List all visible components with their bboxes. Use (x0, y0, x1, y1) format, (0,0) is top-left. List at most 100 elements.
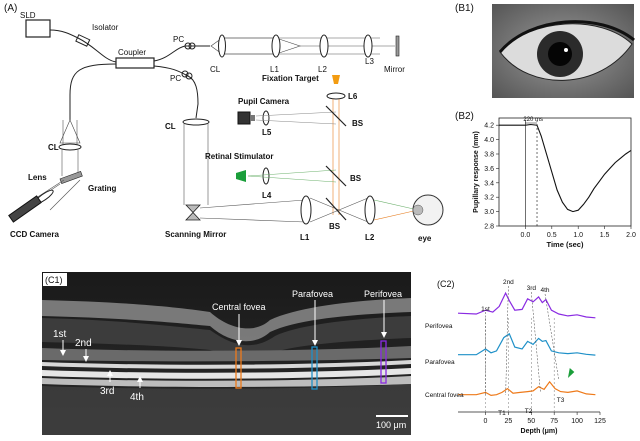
bs-mid-label: BS (350, 174, 362, 183)
panel-c1-tag: (C1) (45, 275, 63, 285)
coupler (115, 57, 155, 69)
sample-l2-lens (364, 195, 376, 225)
c2-peak-label: 2nd (503, 279, 514, 286)
b2-plot-frame (498, 117, 632, 227)
panel-c1: (C1) Central fovea Parafovea Perifovea 1… (42, 272, 411, 435)
c2-series-label: Perifovea (425, 323, 453, 330)
stimulator-l4-label: L4 (262, 191, 272, 200)
sample-cl-label: CL (165, 122, 176, 131)
c2-series-label: Parafovea (425, 359, 455, 366)
reference-l2-lens (319, 34, 329, 58)
reference-mirror (395, 35, 400, 57)
panel-b2-tag: (B2) (455, 111, 474, 122)
reference-l1-label: L1 (270, 65, 279, 74)
panel-b1: (B1) (455, 3, 635, 98)
layer-2nd-label: 2nd (75, 338, 92, 349)
c2-profile-line (458, 380, 596, 397)
spectrometer-lens-label: Lens (28, 173, 47, 182)
fiber-reference (153, 45, 210, 62)
oct-isos-band (42, 360, 411, 369)
ccd-camera (8, 195, 42, 223)
pupil-l5-lens (262, 110, 270, 126)
c2-peak-track (544, 293, 560, 381)
isolator-label: Isolator (92, 23, 119, 32)
sample-l2-label: L2 (365, 233, 375, 242)
central-fovea-marker (235, 347, 242, 389)
parafovea-label: Parafovea (292, 289, 333, 299)
oct-rpe-band (42, 368, 411, 379)
fixation-target-label: Fixation Target (262, 74, 319, 83)
c2-peak-track (505, 285, 509, 396)
pupil-camera-label: Pupil Camera (238, 97, 290, 106)
oct-nfl-layer (42, 298, 411, 342)
fixation-l6-label: L6 (348, 92, 358, 101)
oct-choroid-band (42, 376, 411, 387)
sample-cl-lens (182, 118, 210, 126)
fixation-l6-lens (326, 92, 346, 100)
fixation-target (332, 75, 340, 84)
parafovea-marker (311, 346, 318, 390)
grating (59, 170, 83, 184)
beam-splitter-mid (325, 165, 347, 187)
panel-a-tag: (A) (4, 3, 17, 14)
c2-x-tick-label: 75 (550, 418, 558, 425)
layer-3rd-label: 3rd (100, 386, 114, 397)
c2-peak-label: 1st (481, 306, 490, 313)
pc-bottom-label: PC (170, 74, 181, 83)
c2-x-tick-label: 50 (527, 418, 535, 425)
retinal-stimulator-label: Retinal Stimulator (205, 152, 273, 161)
pupil-camera (237, 111, 251, 125)
b2-x-tick-label: 1.0 (573, 232, 583, 239)
scale-bar-label: 100 μm (376, 420, 406, 430)
c2-thickness-label: T3 (557, 397, 565, 404)
b2-x-tick-label: 0.0 (521, 232, 531, 239)
eye-label: eye (418, 234, 432, 243)
reference-cl-label: CL (210, 65, 221, 74)
reference-mirror-label: Mirror (384, 65, 405, 74)
layer-1st-label: 1st (53, 329, 67, 340)
pc-top-label: PC (173, 35, 184, 44)
b2-x-axis-label: Time (sec) (547, 240, 584, 249)
c2-peak-label: 3rd (527, 285, 537, 292)
reference-l2-label: L2 (318, 65, 327, 74)
central-fovea-label: Central fovea (212, 302, 266, 312)
c2-x-tick-label: 0 (484, 418, 488, 425)
ccd-camera-label: CCD Camera (10, 230, 59, 239)
stimulator-l4-lens (262, 167, 270, 185)
fiber-source (49, 29, 117, 63)
perifovea-label: Perifovea (364, 289, 402, 299)
coupler-label: Coupler (118, 48, 146, 57)
c2-x-tick-label: 100 (571, 418, 583, 425)
b2-response-line (499, 123, 632, 213)
reference-l1-lens (271, 34, 281, 58)
fiber-spectrometer (69, 63, 117, 120)
b2-y-tick-label: 3.6 (484, 166, 494, 173)
b2-y-tick-label: 3.2 (484, 195, 494, 202)
grating-label: Grating (88, 184, 117, 193)
pc-top-loop (184, 42, 192, 50)
fiber-sample (153, 65, 199, 119)
b2-interval-label: 220 ms (523, 117, 543, 123)
c2-x-tick-label: 125 (594, 418, 606, 425)
sample-l1-label: L1 (300, 233, 310, 242)
scanning-mirror (185, 204, 201, 221)
c2-peak-track (531, 291, 541, 393)
c2-x-axis-label: Depth (μm) (521, 428, 558, 435)
bs-top-label: BS (352, 119, 364, 128)
c2-profile-line (458, 332, 596, 356)
sample-l1-lens (300, 195, 312, 225)
spectrometer-cl-lens (58, 143, 82, 151)
panel-c2-tag: (C2) (437, 279, 455, 289)
b2-y-tick-label: 3.4 (484, 180, 494, 187)
b2-y-tick-label: 4.0 (484, 137, 494, 144)
b2-y-axis-label: Pupillary response (mm) (473, 131, 480, 213)
c2-peak-label: 4th (541, 287, 550, 294)
beam-splitter-bottom (325, 197, 347, 221)
b2-y-tick-label: 3.8 (484, 152, 494, 159)
reference-l3-lens (363, 34, 373, 58)
oct-inner-layer (42, 316, 411, 358)
sld-label: SLD (20, 11, 36, 20)
c2-thickness-label: T1 (498, 410, 506, 417)
